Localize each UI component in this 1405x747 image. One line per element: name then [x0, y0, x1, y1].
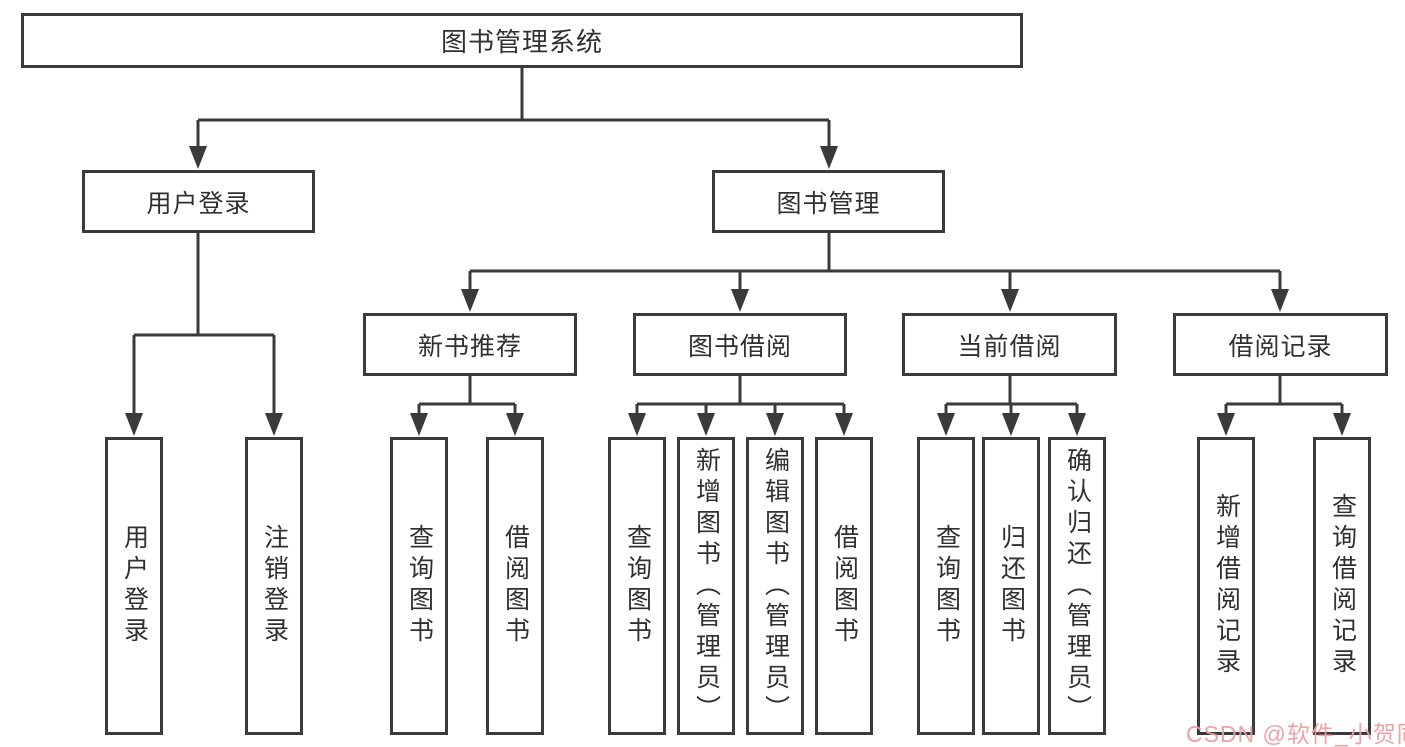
- node-root: 图书管理系统: [21, 13, 1023, 68]
- node-book-borrow: 图书借阅: [633, 313, 847, 376]
- leaf-newbook-borrow-books-label: 借阅图书: [501, 524, 530, 648]
- leaf-newbook-borrow-books: 借阅图书: [486, 437, 544, 735]
- node-book-management: 图书管理: [712, 170, 945, 233]
- arrow-down-icon: [835, 413, 853, 436]
- leaf-newbook-query-books: 查询图书: [390, 437, 448, 735]
- leaf-logout-label: 注销登录: [260, 524, 289, 648]
- node-current-borrow-label: 当前借阅: [957, 332, 1062, 361]
- node-borrow-record: 借阅记录: [1173, 313, 1388, 376]
- leaf-borrow-edit-books-admin-label: 编辑图书（管理员）: [761, 446, 790, 726]
- node-user-login: 用户登录: [82, 170, 315, 233]
- arrow-down-icon: [820, 146, 838, 169]
- arrowheads: [125, 146, 1351, 436]
- arrow-down-icon: [1333, 413, 1351, 436]
- node-borrow-record-label: 借阅记录: [1228, 332, 1333, 361]
- leaf-current-confirm-return-admin-label: 确认归还（管理员）: [1063, 446, 1092, 726]
- leaf-user-login: 用户登录: [105, 437, 163, 735]
- watermark: CSDN @软件_小贺同学: [1186, 721, 1405, 747]
- arrow-down-icon: [937, 413, 955, 436]
- node-user-login-label: 用户登录: [146, 189, 251, 218]
- arrow-down-icon: [461, 289, 479, 312]
- leaf-current-return-books: 归还图书: [982, 437, 1040, 735]
- leaf-record-query-record-label: 查询借阅记录: [1328, 493, 1357, 679]
- connector-mgmt-arrow-shafts: [468, 271, 1282, 292]
- leaf-borrow-add-books-admin: 新增图书（管理员）: [677, 437, 735, 735]
- leaf-record-query-record: 查询借阅记录: [1313, 437, 1371, 735]
- leaf-record-add-record: 新增借阅记录: [1197, 437, 1255, 735]
- arrow-down-icon: [1001, 289, 1019, 312]
- arrow-down-icon: [265, 413, 283, 436]
- leaf-record-add-record-label: 新增借阅记录: [1212, 493, 1241, 679]
- leaf-current-query-books-label: 查询图书: [932, 524, 961, 648]
- arrow-down-icon: [125, 413, 143, 436]
- arrow-down-icon: [1217, 413, 1235, 436]
- leaf-borrow-edit-books-admin: 编辑图书（管理员）: [746, 437, 804, 735]
- arrow-down-icon: [1002, 413, 1020, 436]
- connector-login-arrow-shafts: [132, 335, 276, 416]
- connector-record-arrow-shafts: [1224, 404, 1344, 416]
- arrow-down-icon: [1271, 289, 1289, 312]
- leaf-borrow-query-books: 查询图书: [608, 437, 666, 735]
- leaf-logout: 注销登录: [245, 437, 303, 735]
- leaf-current-query-books: 查询图书: [917, 437, 975, 735]
- connector-borrow-arrow-shafts: [635, 404, 846, 416]
- leaf-borrow-borrow-books: 借阅图书: [815, 437, 873, 735]
- arrow-down-icon: [697, 413, 715, 436]
- arrow-down-icon: [1068, 413, 1086, 436]
- leaf-current-return-books-label: 归还图书: [997, 524, 1026, 648]
- node-root-label: 图书管理系统: [440, 27, 603, 57]
- arrow-down-icon: [410, 413, 428, 436]
- node-current-borrow: 当前借阅: [902, 313, 1117, 376]
- arrow-down-icon: [766, 413, 784, 436]
- leaf-borrow-query-books-label: 查询图书: [623, 524, 652, 648]
- leaf-user-login-label: 用户登录: [120, 524, 149, 648]
- leaf-borrow-add-books-admin-label: 新增图书（管理员）: [692, 446, 721, 726]
- node-new-book-recommend-label: 新书推荐: [417, 332, 522, 361]
- arrow-down-icon: [628, 413, 646, 436]
- arrow-down-icon: [189, 146, 207, 169]
- leaf-borrow-borrow-books-label: 借阅图书: [830, 524, 859, 648]
- node-book-management-label: 图书管理: [776, 189, 881, 218]
- arrow-down-icon: [731, 289, 749, 312]
- node-book-borrow-label: 图书借阅: [687, 332, 792, 361]
- connector-root-arrow-shafts: [196, 120, 831, 150]
- leaf-current-confirm-return-admin: 确认归还（管理员）: [1048, 437, 1106, 735]
- node-new-book-recommend: 新书推荐: [363, 313, 577, 376]
- arrow-down-icon: [506, 413, 524, 436]
- connector-newbook-arrow-shafts: [417, 404, 517, 416]
- leaf-newbook-query-books-label: 查询图书: [405, 524, 434, 648]
